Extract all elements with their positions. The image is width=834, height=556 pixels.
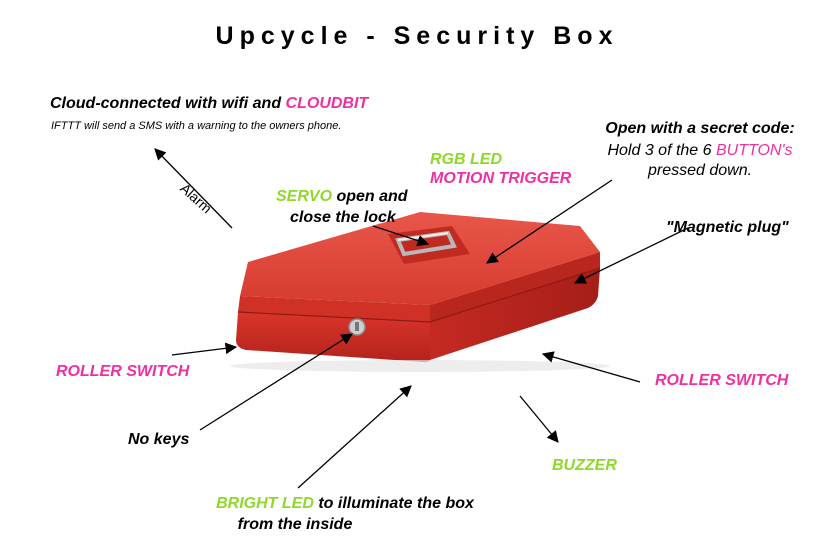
page-title: Upcycle - Security Box xyxy=(215,22,619,50)
arrow-buzzer xyxy=(519,395,559,443)
cloud-sublabel: IFTTT will send a SMS with a warning to … xyxy=(51,120,342,132)
bright-led-label: BRIGHT LED to illuminate the box xyxy=(140,495,550,513)
arrows xyxy=(154,148,689,489)
arrow-bright-led xyxy=(297,385,412,489)
no-keys-label: No keys xyxy=(128,431,190,448)
arrow-rgb-led xyxy=(486,179,613,264)
arrow-magnetic-plug xyxy=(573,227,689,284)
servo-text: open and xyxy=(332,188,408,205)
secret-code-line1-text: Hold 3 of the 6 xyxy=(607,142,716,159)
servo-label: SERVO open and xyxy=(276,188,408,206)
cloud-label: Cloud-connected with wifi and CLOUDBIT xyxy=(50,95,368,113)
roller-switch-left-label: ROLLER SWITCH xyxy=(56,363,190,380)
secret-code-line2: pressed down. xyxy=(647,162,753,179)
red-security-box xyxy=(230,212,610,372)
servo-highlight: SERVO xyxy=(276,188,333,205)
arrow-no-keys xyxy=(199,333,353,431)
cloudbit-label: CLOUDBIT xyxy=(285,95,369,112)
arrow-roller-left xyxy=(171,342,238,356)
secret-code-title: Open with a secret code: xyxy=(605,120,795,137)
motion-trigger-label: MOTION TRIGGER xyxy=(430,170,572,187)
roller-switch-right-label: ROLLER SWITCH xyxy=(655,372,789,389)
bright-led-line2: from the inside xyxy=(237,516,353,533)
arrow-alarm xyxy=(154,148,233,229)
bright-led-text: to illuminate the box xyxy=(313,495,474,512)
bright-led-highlight: BRIGHT LED xyxy=(216,495,314,512)
buzzer-label: BUZZER xyxy=(552,457,617,474)
buttons-label: BUTTON's xyxy=(715,142,793,159)
secret-code-line1: Hold 3 of the 6 BUTTON's xyxy=(586,142,814,160)
arrow-roller-right xyxy=(541,351,641,383)
servo-line2: close the lock xyxy=(290,209,396,226)
magnetic-plug-label: "Magnetic plug" xyxy=(666,219,789,236)
cloud-label-text: Cloud-connected with wifi and xyxy=(50,95,286,112)
rgb-led-label: RGB LED xyxy=(430,151,502,168)
arrow-servo xyxy=(372,225,430,247)
